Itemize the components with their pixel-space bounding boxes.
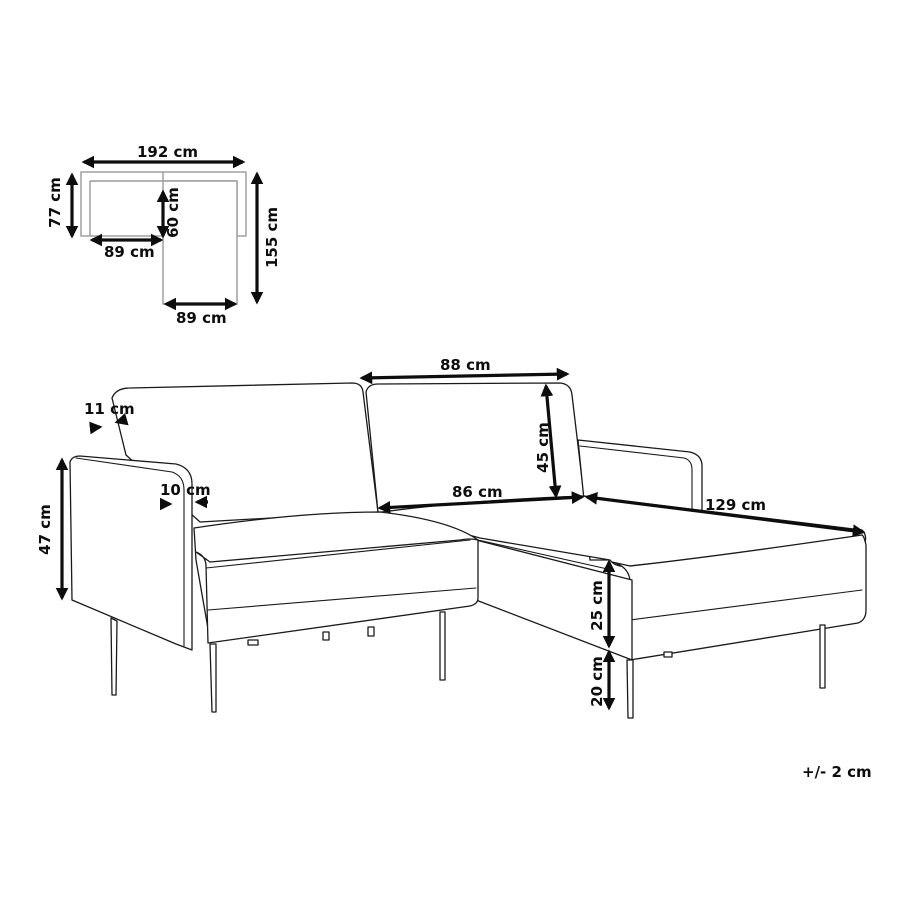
seat-height-label: 25 cm	[587, 580, 606, 631]
backrest-height-label: 45 cm	[533, 422, 552, 473]
chaise-length-label: 129 cm	[705, 496, 767, 514]
overall-depth-label: 155 cm	[263, 206, 282, 269]
perspective-dimension-arrows	[55, 367, 866, 711]
backrest-thickness-label: 11 cm	[84, 400, 135, 418]
overall-width-label: 192 cm	[137, 143, 199, 161]
seat-depth-label: 60 cm	[163, 187, 182, 238]
armrest-height-label: 47 cm	[35, 504, 54, 555]
top-view-dimension-arrows	[65, 155, 264, 311]
leg-height-label: 20 cm	[587, 656, 606, 707]
armrest-width-label: 10 cm	[160, 481, 211, 499]
main-seat	[193, 511, 479, 644]
legs	[110, 611, 826, 719]
seat-cushion-width-label: 86 cm	[452, 483, 503, 501]
tolerance-label: +/- 2 cm	[802, 763, 872, 781]
backrest-width-label: 88 cm	[440, 356, 491, 374]
chaise-width-label: 89 cm	[176, 309, 227, 327]
back-depth-label: 77 cm	[45, 177, 64, 228]
seat-width-label: 89 cm	[104, 243, 155, 261]
